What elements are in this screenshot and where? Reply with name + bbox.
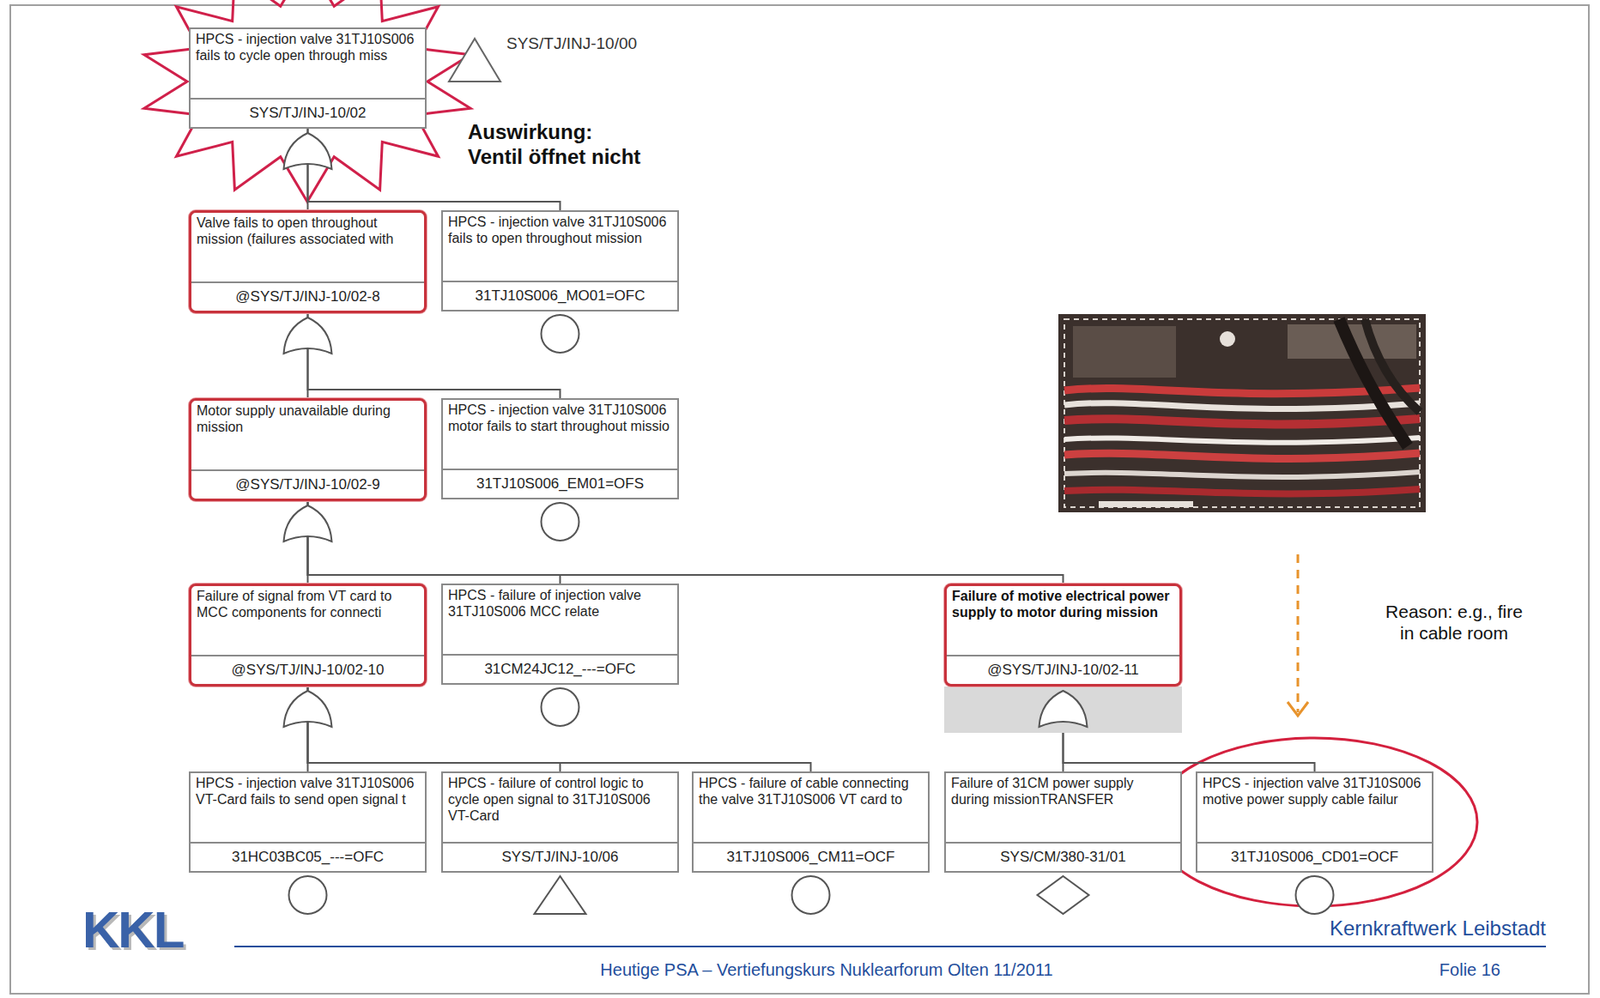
event-description-area: Failure of 31CM power supply during miss…: [945, 773, 1181, 843]
fault-tree-connector: [308, 313, 561, 399]
basic-event-circle: [1296, 876, 1334, 915]
event-id-area: SYS/CM/380-31/01: [945, 842, 1181, 872]
reason-arrowhead: [1287, 702, 1309, 716]
event-description-area: Motor supply unavailable during mission: [191, 400, 425, 470]
undeveloped-event-diamond: [1037, 876, 1090, 915]
event-description: HPCS - injection valve 31TJ10S006 fails …: [195, 31, 420, 65]
fault-tree-connector: [308, 686, 812, 772]
footer-rule: [234, 945, 1546, 948]
effect-note: Auswirkung: Ventil öffnet nicht: [467, 120, 649, 170]
event-description-area: Valve fails to open throughout mission (…: [191, 212, 425, 282]
highlighted-event-box: Motor supply unavailable during mission @…: [188, 398, 427, 502]
event-description-area: HPCS - failure of cable connecting the v…: [693, 773, 928, 843]
event-description: Failure of signal from VT card to MCC co…: [196, 588, 419, 622]
event-id-area: 31TJ10S006_EM01=OFS: [442, 468, 678, 498]
event-description: Failure of 31CM power supply during miss…: [951, 775, 1176, 809]
event-description-area: Failure of motive electrical power suppl…: [946, 586, 1180, 655]
event-description: HPCS - failure of injection valve 31TJ10…: [448, 587, 673, 621]
event-description-area: HPCS - injection valve 31TJ10S006 motive…: [1197, 773, 1432, 843]
event-description: HPCS - injection valve 31TJ10S006 VT-Car…: [195, 775, 420, 809]
reason-note: Reason: e.g., fire in cable room: [1380, 600, 1528, 644]
transfer-triangle: [534, 876, 587, 915]
event-id-area: 31HC03BC05_---=OFC: [190, 842, 425, 872]
basic-event-circle: [792, 876, 831, 915]
event-id: SYS/TJ/INJ-10/06: [501, 848, 619, 867]
event-box: HPCS - injection valve 31TJ10S006 fails …: [188, 27, 427, 129]
or-gate: [284, 133, 333, 170]
event-id-area: 31TJ10S006_MO01=OFC: [442, 280, 678, 310]
reference-id: SYS/TJ/INJ-10/00: [506, 34, 637, 55]
event-id-area: 31TJ10S006_CD01=OCF: [1197, 842, 1432, 872]
event-description: HPCS - injection valve 31TJ10S006 motor …: [448, 402, 673, 436]
event-description-area: HPCS - injection valve 31TJ10S006 motor …: [442, 400, 678, 469]
event-id: @SYS/TJ/INJ-10/02-9: [235, 476, 380, 494]
event-id: SYS/CM/380-31/01: [1000, 848, 1126, 867]
event-id: 31TJ10S006_CD01=OCF: [1230, 848, 1399, 867]
reason-arrow: [1296, 554, 1300, 713]
event-id: 31TJ10S006_MO01=OFC: [475, 287, 646, 305]
fault-tree-connector: [308, 501, 561, 584]
event-id: @SYS/TJ/INJ-10/02-11: [987, 661, 1140, 679]
highlighted-event-box: Failure of signal from VT card to MCC co…: [188, 583, 427, 687]
event-id-area: @SYS/TJ/INJ-10/02-11: [946, 654, 1180, 685]
fault-tree-connector: [308, 686, 561, 772]
event-id-area: @SYS/TJ/INJ-10/02-10: [191, 654, 425, 685]
highlighted-event-box: Failure of motive electrical power suppl…: [944, 583, 1182, 687]
event-description-area: Failure of signal from VT card to MCC co…: [191, 586, 425, 655]
slide-frame: [10, 5, 1589, 994]
event-description: Failure of motive electrical power suppl…: [951, 588, 1175, 622]
or-gate: [284, 505, 333, 542]
event-box: Failure of 31CM power supply during miss…: [944, 771, 1182, 873]
event-id: @SYS/TJ/INJ-10/02-8: [235, 288, 380, 306]
event-box: HPCS - injection valve 31TJ10S006 fails …: [441, 210, 679, 312]
event-box: HPCS - failure of injection valve 31TJ10…: [441, 583, 679, 685]
event-id-area: 31TJ10S006_CM11=OCF: [693, 842, 928, 872]
event-description-area: HPCS - failure of injection valve 31TJ10…: [442, 585, 678, 655]
event-id-area: 31CM24JC12_---=OFC: [442, 654, 678, 684]
event-id: SYS/TJ/INJ-10/02: [248, 104, 366, 122]
or-gate: [1039, 690, 1088, 728]
event-id-area: SYS/TJ/INJ-10/02: [190, 97, 425, 128]
event-description-area: HPCS - injection valve 31TJ10S006 VT-Car…: [190, 773, 425, 843]
or-gate: [284, 317, 333, 354]
event-description: HPCS - injection valve 31TJ10S006 fails …: [448, 214, 673, 248]
gate-shade: [944, 686, 1182, 734]
footer-title: Heutige PSA – Vertiefungskurs Nuklearfor…: [483, 959, 1170, 981]
basic-event-circle: [541, 315, 580, 353]
slide-number: Folie 16: [1439, 959, 1501, 981]
event-description: Motor supply unavailable during mission: [196, 403, 419, 437]
cable-photo: [1058, 314, 1426, 513]
company-name: Kernkraftwerk Leibstadt: [1329, 916, 1546, 942]
event-id: 31HC03BC05_---=OFC: [231, 848, 384, 867]
event-box: HPCS - injection valve 31TJ10S006 motive…: [1195, 771, 1434, 873]
event-id: @SYS/TJ/INJ-10/02-10: [231, 661, 385, 679]
transfer-triangle: [448, 38, 501, 82]
basic-event-circle: [541, 503, 580, 541]
event-description: HPCS - injection valve 31TJ10S006 motive…: [1202, 775, 1427, 809]
fault-tree-connector: [308, 501, 1064, 584]
event-id-area: @SYS/TJ/INJ-10/02-8: [191, 281, 425, 311]
event-id: 31TJ10S006_EM01=OFS: [476, 475, 644, 493]
event-description: Valve fails to open throughout mission (…: [196, 215, 419, 249]
event-box: HPCS - failure of control logic to cycle…: [441, 771, 679, 873]
event-description-area: HPCS - failure of control logic to cycle…: [442, 773, 678, 843]
event-description: HPCS - failure of cable connecting the v…: [698, 775, 923, 809]
event-id: 31CM24JC12_---=OFC: [484, 660, 636, 679]
event-id: 31TJ10S006_CM11=OCF: [727, 848, 896, 867]
event-description-area: HPCS - injection valve 31TJ10S006 fails …: [442, 212, 678, 281]
logo-text: KKL: [82, 899, 183, 962]
basic-event-circle: [289, 876, 328, 915]
highlighted-event-box: Valve fails to open throughout mission (…: [188, 210, 427, 314]
event-id-area: @SYS/TJ/INJ-10/02-9: [191, 469, 425, 499]
or-gate: [284, 690, 333, 728]
event-id-area: SYS/TJ/INJ-10/06: [442, 842, 678, 872]
event-description: HPCS - failure of control logic to cycle…: [448, 775, 673, 825]
event-box: HPCS - failure of cable connecting the v…: [691, 771, 930, 873]
event-box: HPCS - injection valve 31TJ10S006 VT-Car…: [188, 771, 427, 873]
event-box: HPCS - injection valve 31TJ10S006 motor …: [441, 398, 679, 500]
event-description-area: HPCS - injection valve 31TJ10S006 fails …: [190, 29, 425, 98]
basic-event-circle: [541, 688, 580, 727]
